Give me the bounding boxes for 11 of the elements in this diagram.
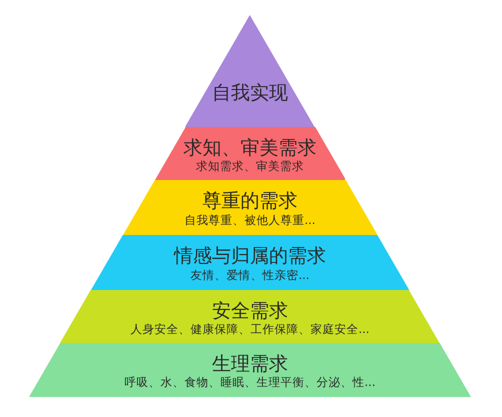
tier-heading: 自我实现 — [210, 81, 289, 106]
tier-description: 自我尊重、被他人尊重... — [184, 213, 316, 228]
tier-description: 求知需求、审美需求 — [194, 159, 305, 174]
tier-heading: 尊重的需求 — [201, 189, 298, 214]
tier-description: 人身安全、健康保障、工作保障、家庭安全... — [130, 322, 370, 337]
tier-heading: 安全需求 — [210, 299, 289, 323]
tier-heading: 生理需求 — [211, 352, 289, 376]
tier-heading: 求知、审美需求 — [182, 136, 318, 160]
tier-description: 呼吸、水、食物、睡眠、生理平衡、分泌、性... — [124, 375, 376, 390]
tier-description: 友情、爱情、性亲密... — [190, 268, 310, 283]
tier-heading: 情感与归属的需求 — [172, 244, 327, 269]
